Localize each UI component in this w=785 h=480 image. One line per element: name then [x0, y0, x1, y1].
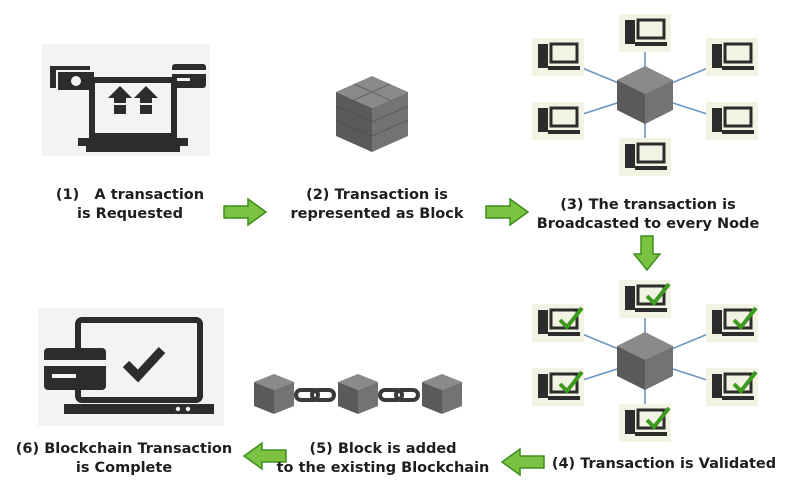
computer-node-icon [706, 38, 758, 76]
computer-node-icon [619, 138, 671, 176]
blockchain-icon [254, 374, 462, 414]
validated-check-icon [645, 406, 671, 431]
block-cube-icon [617, 66, 673, 124]
block-cube-icon [335, 76, 409, 152]
laptop-money-transfer-icon [50, 64, 206, 152]
computer-node-icon [532, 304, 584, 342]
validated-check-icon [732, 370, 758, 395]
chain-link-1 [294, 388, 336, 402]
step5-line1: Block is added [337, 441, 457, 457]
step5-caption: (5) Block is added to the existing Block… [276, 440, 490, 478]
computer-node-icon [619, 404, 671, 442]
chain-block-3 [422, 374, 462, 414]
network-broadcast-icon [532, 14, 758, 176]
computer-node-icon [532, 38, 584, 76]
step6-caption: (6) Blockchain Transaction is Complete [6, 440, 242, 478]
step6-line1: Blockchain Transaction [44, 441, 233, 457]
step2-caption: (2) Transaction is represented as Block [282, 186, 472, 224]
computer-node-icon [532, 368, 584, 406]
step5-line2: to the existing Blockchain [276, 460, 490, 476]
block-cube-icon [617, 332, 673, 390]
step1-caption: (1) A transaction is Requested [40, 186, 220, 224]
arrow-step3-to-step4 [632, 235, 662, 272]
step4-number: (4) [551, 456, 576, 472]
payment-complete-icon [44, 317, 214, 414]
chain-block-1 [254, 374, 294, 414]
validated-check-icon [558, 306, 584, 331]
computer-node-icon [706, 368, 758, 406]
step1-number: (1) [55, 187, 80, 203]
step3-number: (3) [560, 197, 584, 213]
step2-number: (2) [306, 187, 330, 203]
computer-node-icon [532, 102, 584, 140]
step1-line1: A transaction [94, 187, 205, 203]
chain-block-2 [338, 374, 378, 414]
step3-line2: Broadcasted to every Node [536, 216, 760, 232]
computer-node-icon [706, 304, 758, 342]
chain-link-2 [378, 388, 420, 402]
step3-line1: The transaction is [588, 197, 736, 213]
validated-check-icon [558, 370, 584, 395]
step3-caption: (3) The transaction is Broadcasted to ev… [528, 196, 768, 234]
step1-line2: is Requested [77, 206, 183, 222]
step2-line1: Transaction is [334, 187, 448, 203]
validated-check-icon [645, 282, 671, 307]
validated-check-icon [732, 306, 758, 331]
arrow-step1-to-step2 [223, 197, 268, 227]
computer-node-icon [706, 102, 758, 140]
network-validated-icon [532, 280, 758, 442]
computer-node-icon [619, 280, 671, 318]
arrow-step2-to-step3 [485, 197, 530, 227]
step6-line2: is Complete [75, 460, 173, 476]
step4-line1: Transaction is Validated [580, 456, 777, 472]
step5-number: (5) [309, 441, 333, 457]
arrow-step5-to-step6 [242, 441, 287, 471]
step4-caption: (4) Transaction is Validated [546, 455, 782, 474]
arrow-step4-to-step5 [500, 447, 545, 477]
step6-number: (6) [15, 441, 40, 457]
computer-node-icon [619, 14, 671, 52]
step2-line2: represented as Block [290, 206, 464, 222]
